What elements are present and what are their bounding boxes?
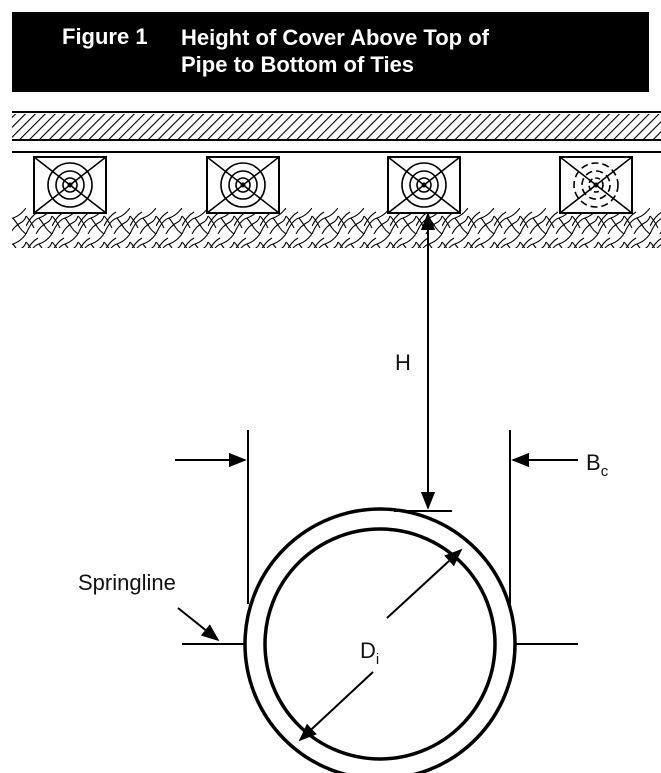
- outside-diameter-label: Bc: [586, 450, 609, 480]
- springline-label: Springline: [78, 570, 176, 595]
- pipe: [243, 507, 517, 773]
- tie-3: [387, 156, 461, 214]
- height-dimension: H: [394, 212, 452, 512]
- springline: Springline: [78, 570, 578, 645]
- figure-title-line-2: Pipe to Bottom of Ties: [181, 52, 415, 77]
- figure-number: Figure 1: [62, 24, 148, 49]
- inside-diameter-label: Di: [360, 638, 379, 668]
- inside-diameter-dimension: Di: [298, 548, 463, 742]
- height-label: H: [395, 350, 411, 375]
- tie-2: [206, 156, 280, 214]
- tie-4: [559, 156, 633, 214]
- tie-1: [33, 156, 107, 214]
- figure-title-line-1: Height of Cover Above Top of: [181, 25, 489, 50]
- figure-title: Height of Cover Above Top of Pipe to Bot…: [181, 24, 489, 78]
- outside-diameter-dimension: Bc: [175, 430, 609, 604]
- track-deck: [12, 111, 661, 153]
- figure-header: Figure 1 Height of Cover Above Top of Pi…: [12, 12, 649, 92]
- soil-ground: [12, 208, 661, 248]
